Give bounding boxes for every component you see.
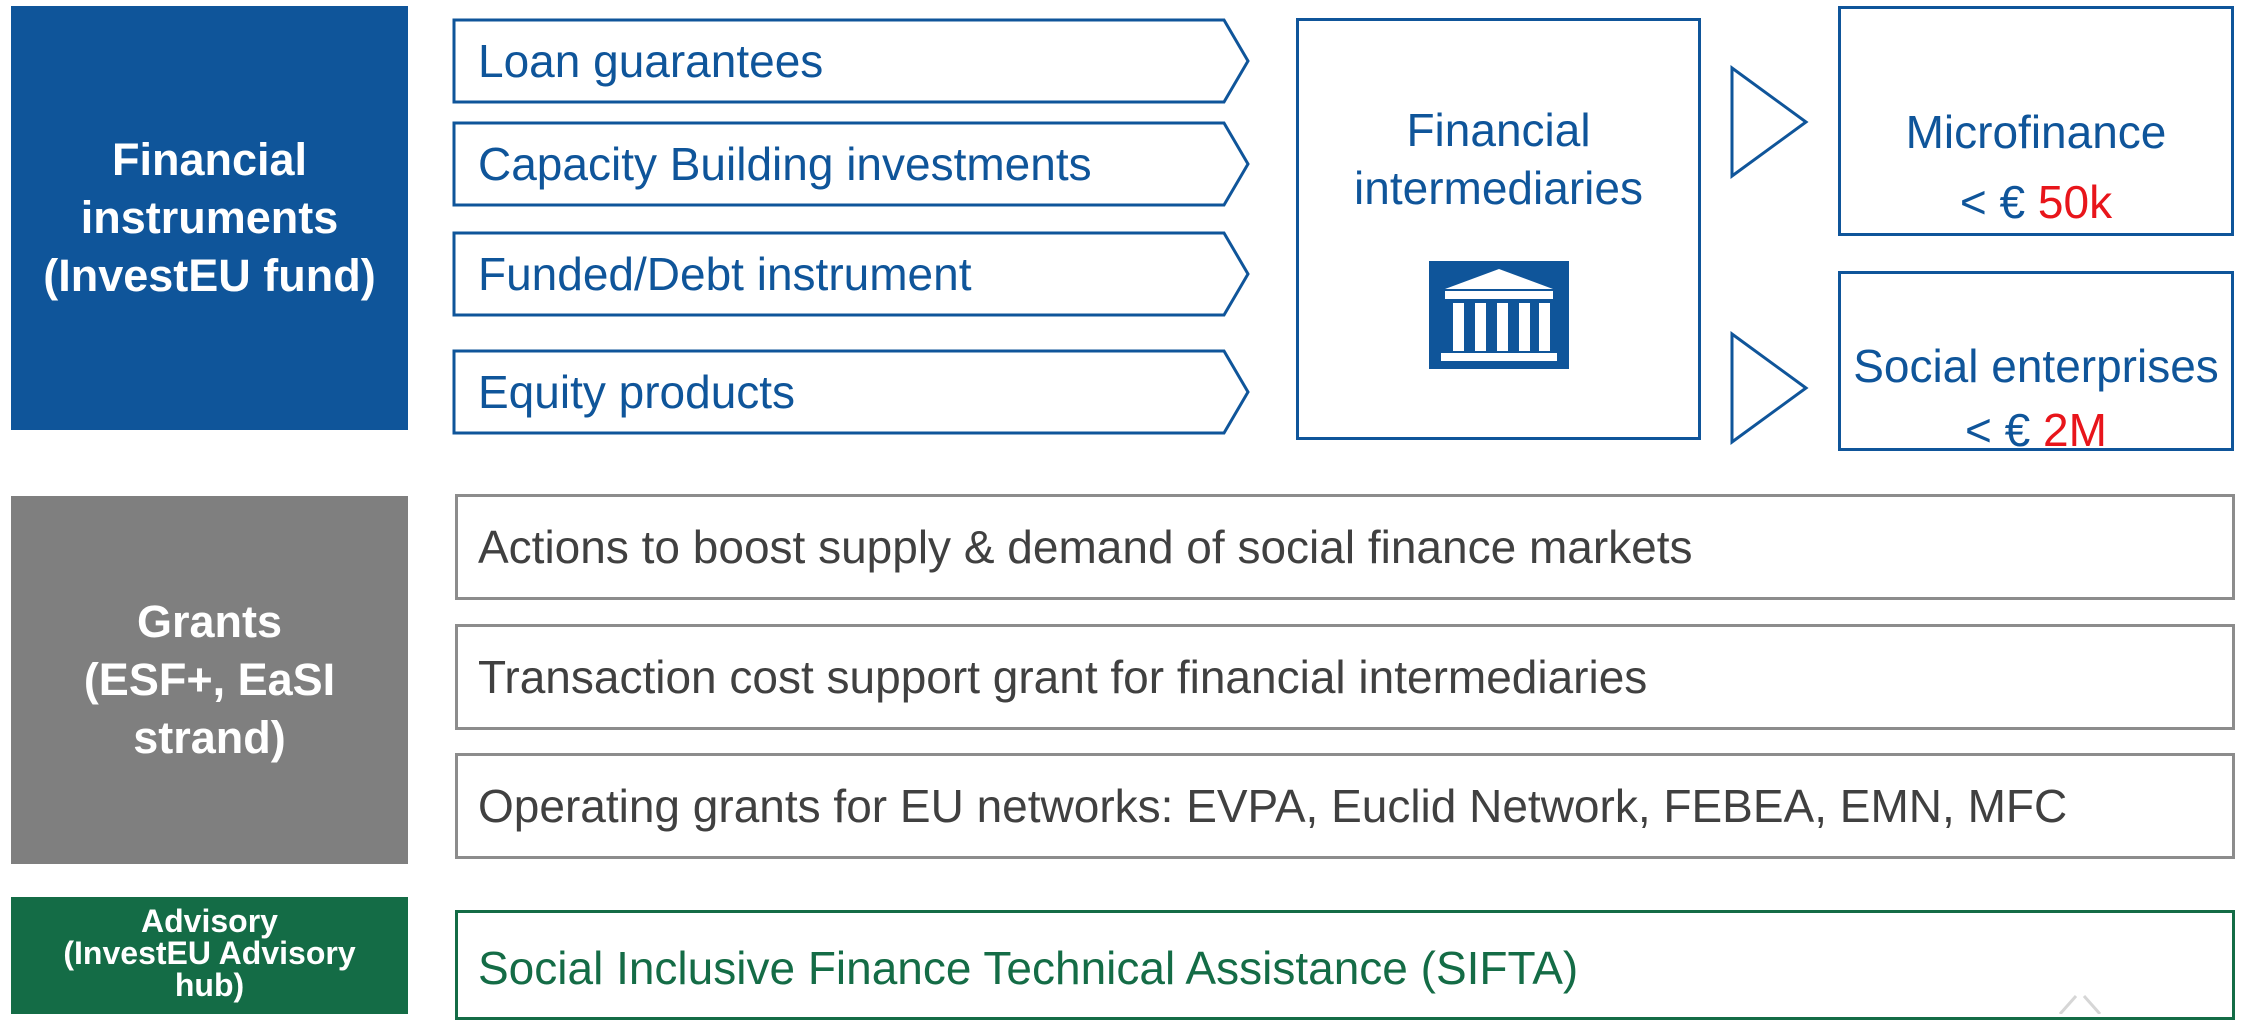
limit-value: 50k bbox=[2037, 176, 2113, 228]
instrument-label: Capacity Building investments bbox=[478, 138, 1092, 190]
instrument-loan-guarantees: Loan guarantees bbox=[452, 18, 1252, 104]
social-enterprises-box: Social enterprises < € 2M bbox=[1838, 271, 2234, 456]
intermediaries-label: Financial intermediaries bbox=[1354, 104, 1643, 214]
advisory-label: Social Inclusive Finance Technical Assis… bbox=[478, 942, 1579, 994]
instrument-label: Equity products bbox=[478, 366, 796, 418]
category-grants-label: Grants (ESF+, EaSI strand) bbox=[83, 596, 336, 763]
instrument-equity-products: Equity products bbox=[452, 349, 1252, 435]
grant-row: Transaction cost support grant for finan… bbox=[455, 624, 2235, 730]
arrow-to-social-enterprises bbox=[1730, 331, 1810, 445]
result-title: Social enterprises bbox=[1853, 340, 2219, 392]
triangle-arrow-icon bbox=[1730, 331, 1809, 445]
arrow-box-shape bbox=[452, 18, 1250, 104]
arrow-box-shape bbox=[452, 121, 1250, 207]
watermark-mark bbox=[2058, 995, 2102, 1014]
arrow-to-microfinance bbox=[1730, 65, 1810, 179]
instrument-capacity-building: Capacity Building investments bbox=[452, 121, 1252, 207]
result-title: Microfinance bbox=[1905, 106, 2167, 158]
financial-intermediaries-box: Financial intermediaries bbox=[1296, 18, 1701, 440]
grant-row: Operating grants for EU networks: EVPA, … bbox=[455, 753, 2235, 859]
microfinance-box: Microfinance < € 50k bbox=[1838, 6, 2234, 236]
instrument-label: Loan guarantees bbox=[478, 35, 824, 87]
result-limit: < € 50k bbox=[1841, 167, 2231, 237]
arrow-box-shape bbox=[452, 349, 1250, 435]
arrow-box-shape bbox=[452, 231, 1250, 317]
result-limit: < € 2M bbox=[1841, 398, 2231, 462]
instrument-label: Funded/Debt instrument bbox=[478, 248, 972, 300]
category-financial-instruments: Financial instruments (InvestEU fund) bbox=[11, 6, 408, 430]
bank-building-icon bbox=[1429, 261, 1569, 369]
limit-prefix: < € bbox=[1959, 176, 2038, 228]
advisory-row: Social Inclusive Finance Technical Assis… bbox=[455, 910, 2235, 1020]
limit-prefix: < € bbox=[1965, 404, 2044, 456]
grant-label: Actions to boost supply & demand of soci… bbox=[478, 521, 1693, 573]
category-advisory: Advisory (InvestEU Advisory hub) bbox=[11, 897, 408, 1014]
category-financial-label: Financial instruments (InvestEU fund) bbox=[43, 134, 376, 301]
triangle-arrow-icon bbox=[1730, 65, 1809, 179]
grant-label: Operating grants for EU networks: EVPA, … bbox=[478, 780, 2068, 832]
category-advisory-label: Advisory (InvestEU Advisory hub) bbox=[63, 903, 356, 1003]
limit-value: 2M bbox=[2043, 404, 2107, 456]
grant-row: Actions to boost supply & demand of soci… bbox=[455, 494, 2235, 600]
instrument-funded-debt: Funded/Debt instrument bbox=[452, 231, 1252, 317]
category-grants: Grants (ESF+, EaSI strand) bbox=[11, 496, 408, 864]
grant-label: Transaction cost support grant for finan… bbox=[478, 651, 1648, 703]
